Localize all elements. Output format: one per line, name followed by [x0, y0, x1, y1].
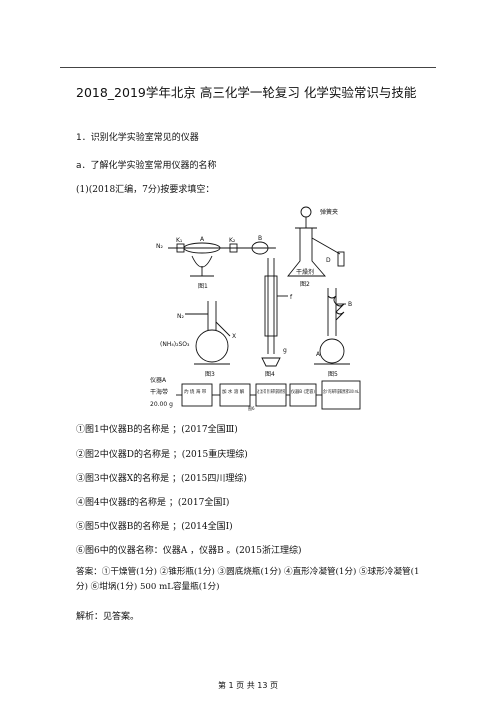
page-footer: 第 1 页 共 13 页: [218, 681, 278, 690]
label-b5: B: [348, 301, 352, 308]
label-fig6: 图6: [248, 405, 255, 411]
label-desiccant: 干燥剂: [296, 268, 314, 276]
answer-block: 答案：①干燥管(1分) ②锥形瓶(1分) ③圆底烧瓶(1分) ④直形冷凝管(1分…: [76, 567, 420, 592]
question-3: ③图3中仪器X的名称是 ；(2015四川理综): [76, 474, 247, 484]
flow-box-1: 灼 烧 海 带: [184, 388, 207, 395]
label-inst-a: 仪器A: [150, 377, 167, 384]
question-1: ①图1中仪器B的名称是 ；(2017全国Ⅲ): [76, 425, 238, 435]
section-subheading: a．了解化学实验室常用仪器的名称: [76, 161, 217, 171]
question-5: ⑤图5中仪器B的名称是 ；(2014全国Ⅰ): [76, 522, 233, 532]
label-a: A: [200, 236, 205, 243]
section-heading: 1．识别化学实验室常见的仪器: [76, 133, 199, 143]
label-mass: 20.00 g: [150, 401, 173, 408]
flow-box-2: 加 水 溶 解: [222, 388, 245, 395]
label-g: g: [283, 347, 287, 354]
question-4: ④图4中仪器f的名称是 ；(2017全国Ⅰ): [76, 498, 230, 508]
label-x: X: [232, 333, 236, 340]
label-fig4: 图4: [265, 371, 275, 378]
label-seaweed: 干海带: [150, 388, 168, 396]
label-nh4so3: (NH₄)₂SO₃: [160, 341, 190, 348]
question-2: ②图2中仪器D的名称是 ；(2015重庆理综): [76, 450, 248, 460]
header-rule: [60, 67, 436, 68]
label-fig3: 图3: [205, 371, 215, 378]
label-f: f: [290, 294, 293, 301]
label-n2-1: N₂: [156, 243, 163, 250]
flow-box-5: 含I⁻的海带浸取原液500 mL: [323, 388, 359, 395]
label-fig1: 图1: [198, 283, 208, 290]
page-title: 2018_2019学年北京 高三化学一轮复习 化学实验常识与技能: [76, 85, 417, 100]
label-k2: K₂: [229, 237, 236, 244]
label-fig5: 图5: [328, 371, 338, 378]
label-k1: K₁: [176, 237, 183, 244]
analysis-text: 解析：见答案。: [76, 612, 140, 622]
label-fig2: 图2: [300, 281, 310, 288]
flow-box-3: 过 滤 得 到 海带浸取原液: [257, 388, 285, 395]
apparatus-figure: N₂ K₁ A K₂ B 图1 弹簧夹 D 干燥剂 图2 N₂ X (NH₄)₂…: [150, 206, 361, 411]
flow-box-b: 仪器B (定容): [291, 388, 315, 395]
label-a5: A: [316, 351, 321, 358]
label-stopcock: 弹簧夹: [320, 208, 338, 216]
label-n2-2: N₂: [177, 313, 184, 320]
question-intro: (1)(2018汇编，7分)按要求填空：: [76, 185, 215, 195]
question-6: ⑥图6中的仪器名称：仪器A ，仪器B 。(2015浙江理综): [76, 546, 302, 556]
label-d: D: [326, 257, 331, 264]
label-b1: B: [258, 235, 262, 242]
